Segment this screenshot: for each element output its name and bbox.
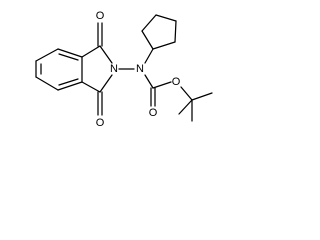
bond-n-cyclopentyl (144, 48, 154, 64)
bond-benzene-double-1 (58, 53, 79, 61)
atom-n-hydrazine: N (136, 63, 144, 75)
atom-o-bottom: O (96, 117, 105, 129)
bond-benzene-4 (35, 76, 59, 91)
cyclopentyl-ring (141, 14, 177, 64)
bond-cp-3 (155, 14, 177, 22)
bond-c-top-ring (81, 45, 101, 58)
bond-benzene-6 (35, 48, 59, 62)
chemical-structure: O O N N O O (35, 10, 213, 129)
bond-cp-1 (141, 30, 154, 50)
bond-tbu-me-1 (191, 92, 213, 101)
bond-c-bottom-ring (81, 81, 101, 93)
bond-benzene-1 (57, 48, 83, 58)
boc-group (144, 74, 213, 122)
bond-c-top-n (99, 45, 113, 64)
atom-labels: O O N N O O (96, 10, 181, 129)
imide-ring (81, 45, 113, 93)
bond-cp-5 (152, 41, 176, 50)
bond-o-tbu (180, 86, 193, 101)
bond-benzene-3 (57, 81, 83, 91)
atom-o-top: O (96, 10, 105, 22)
atom-o-ester: O (172, 76, 181, 88)
bond-c-o-ester (152, 81, 172, 89)
bond-n-c-bottom (99, 74, 113, 93)
atom-n-imide: N (110, 63, 118, 75)
bond-tbu-me-3 (178, 99, 193, 115)
bond-cp-2 (141, 14, 157, 32)
bond-benzene-double-2 (58, 78, 79, 86)
benzene-ring (35, 48, 83, 91)
bond-cp-4 (174, 20, 177, 43)
atom-o-carbonyl: O (149, 107, 158, 119)
imide-carbonyls (97, 22, 103, 116)
bond-n-carbamate-c (144, 74, 154, 89)
